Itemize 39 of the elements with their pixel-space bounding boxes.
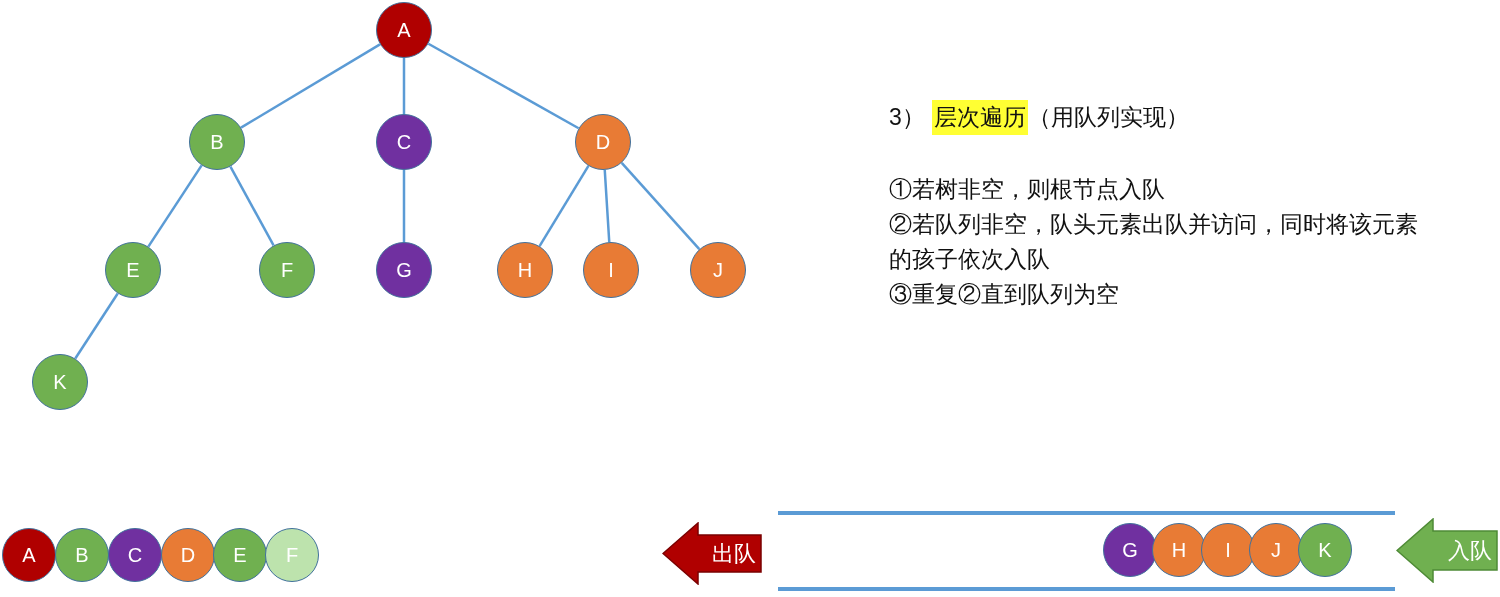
visited-node: B xyxy=(55,528,109,582)
dequeue-arrow: 出队 xyxy=(662,522,762,585)
visited-node: E xyxy=(213,528,267,582)
tree-node: D xyxy=(575,114,631,170)
tree-node: H xyxy=(497,242,553,298)
heading-note: （用队列实现） xyxy=(1028,103,1189,132)
tree-node: B xyxy=(189,114,245,170)
tree-edge xyxy=(603,169,611,243)
tree-node: F xyxy=(259,242,315,298)
queue-node: K xyxy=(1298,523,1352,577)
visited-node: A xyxy=(2,528,56,582)
tree-node: J xyxy=(690,242,746,298)
queue-node: H xyxy=(1152,523,1206,577)
tree-node: E xyxy=(105,242,161,298)
visited-node: F xyxy=(265,528,319,582)
tree-edge xyxy=(229,165,275,247)
queue-node: J xyxy=(1249,523,1303,577)
enqueue-arrow: 入队 xyxy=(1396,518,1498,583)
tree-edge xyxy=(538,165,590,247)
tree-node: A xyxy=(376,2,432,58)
step-text: ②若队列非空，队头元素出队并访问，同时将该元素的孩子依次入队 xyxy=(889,210,1419,274)
highlighted-heading: 层次遍历 xyxy=(932,100,1028,135)
step-number: 3） xyxy=(889,103,925,132)
tree-node: G xyxy=(376,242,432,298)
tree-edge xyxy=(240,43,381,129)
tree-edge xyxy=(620,162,701,250)
tree-edge xyxy=(427,42,580,130)
tree-edge xyxy=(147,164,203,248)
tree-node: I xyxy=(583,242,639,298)
tree-node: C xyxy=(376,114,432,170)
step-text: ①若树非空，则根节点入队 xyxy=(889,175,1166,204)
tree-node: K xyxy=(32,354,88,410)
queue-node: G xyxy=(1103,523,1157,577)
tree-edge xyxy=(74,292,119,360)
tree-edge xyxy=(402,58,406,114)
tree-edge xyxy=(402,170,406,242)
visited-node: D xyxy=(161,528,215,582)
visited-node: C xyxy=(108,528,162,582)
step-text: ③重复②直到队列为空 xyxy=(889,280,1120,309)
